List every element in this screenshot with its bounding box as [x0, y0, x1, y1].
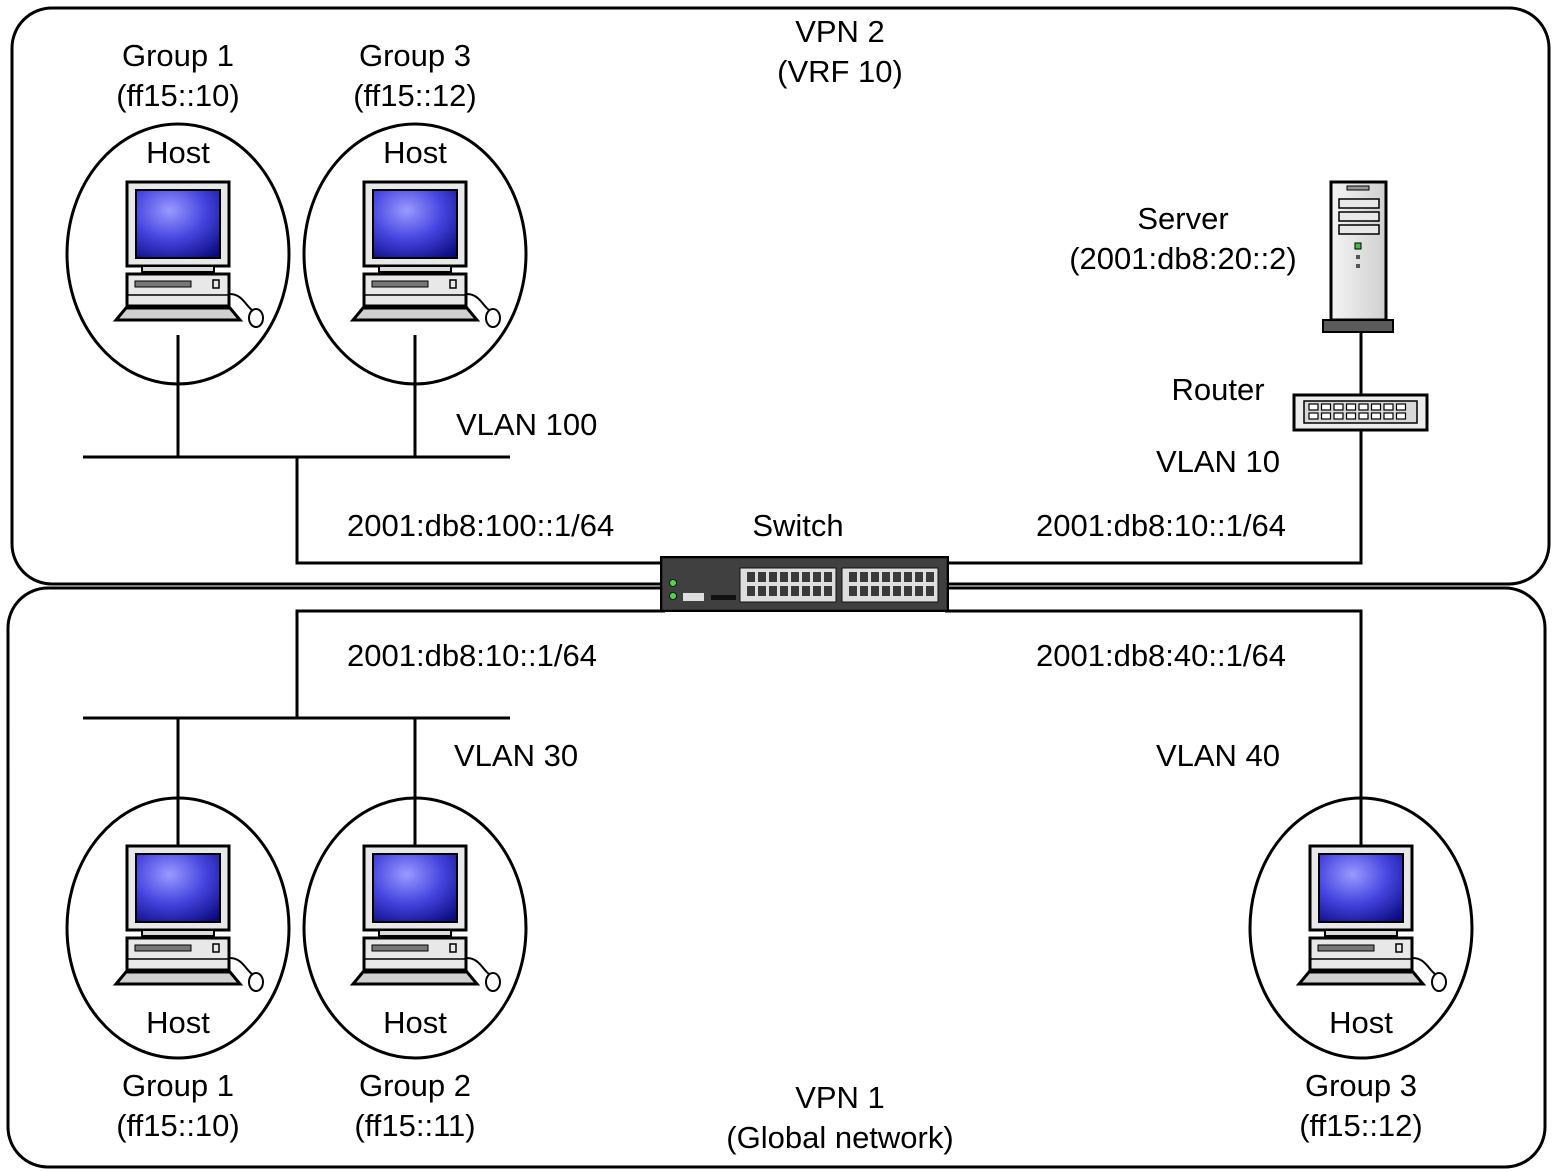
vlan10-uplink	[945, 430, 1363, 565]
vpn1-group1-computer-icon	[114, 844, 265, 993]
vlan100-address: 2001:db8:100::1/64	[347, 508, 614, 543]
vpn2-group1-computer-icon	[114, 180, 265, 329]
vlan100-uplink	[295, 457, 665, 565]
vpn2-group3-address: (ff15::12)	[353, 78, 477, 113]
vpn2-group3-name: Group 3	[359, 38, 471, 73]
vpn1-title: VPN 1	[795, 1080, 885, 1115]
vpn1-group2-address: (ff15::11)	[354, 1108, 475, 1143]
vpn1-group3-host-label: Host	[1329, 1005, 1393, 1040]
vpn2-group1-ellipse	[65, 122, 291, 386]
vpn1-group3-ellipse	[1248, 796, 1474, 1060]
vlan40-label: VLAN 40	[1156, 738, 1280, 773]
vpn2-subtitle: (VRF 10)	[777, 54, 903, 89]
vpn2-group1-address: (ff15::10)	[116, 78, 240, 113]
host-ellipses	[65, 122, 1474, 1060]
vpn1-group3-computer-icon	[1297, 844, 1448, 993]
router-icon	[1292, 393, 1429, 432]
vpn2-group1-host-label: Host	[146, 135, 210, 170]
vpn1-group2-name: Group 2	[359, 1068, 471, 1103]
switch-label: Switch	[752, 508, 843, 543]
vpn2-group3-host-label: Host	[383, 135, 447, 170]
vpn1-group2-computer-icon	[351, 844, 502, 993]
switch-icon	[660, 556, 949, 612]
vpn2-title: VPN 2	[795, 14, 885, 49]
vpn2-group1-name: Group 1	[122, 38, 234, 73]
vpn1-group1-ellipse	[65, 796, 291, 1060]
vpn1-group1-host-label: Host	[146, 1005, 210, 1040]
vpn1-group2-ellipse	[302, 796, 528, 1060]
vlan10-address: 2001:db8:10::1/64	[1036, 508, 1286, 543]
server-icon	[1322, 180, 1394, 333]
vpn2-group3-computer-icon	[351, 180, 502, 329]
vpn1-group1-address: (ff15::10)	[116, 1108, 240, 1143]
vlan10-label: VLAN 10	[1156, 444, 1280, 479]
vpn1-subtitle: (Global network)	[726, 1120, 953, 1155]
vlan30-address: 2001:db8:10::1/64	[347, 638, 597, 673]
vpn2-group3-ellipse	[302, 122, 528, 386]
server-address: (2001:db8:20::2)	[1069, 241, 1297, 276]
vlan30-uplink	[295, 609, 665, 718]
vlan40-uplink	[945, 609, 1363, 846]
vlan40-address: 2001:db8:40::1/64	[1036, 638, 1286, 673]
vpn1-group2-host-label: Host	[383, 1005, 447, 1040]
vpn2-boundary	[10, 6, 1551, 586]
vpn1-group3-address: (ff15::12)	[1299, 1108, 1423, 1143]
vlan100-label: VLAN 100	[456, 407, 597, 442]
vpn1-group3-name: Group 3	[1305, 1068, 1417, 1103]
router-label: Router	[1171, 372, 1264, 407]
server-label: Server	[1137, 201, 1228, 236]
links	[83, 332, 1363, 846]
vpn1-group1-name: Group 1	[122, 1068, 234, 1103]
vlan30-label: VLAN 30	[454, 738, 578, 773]
